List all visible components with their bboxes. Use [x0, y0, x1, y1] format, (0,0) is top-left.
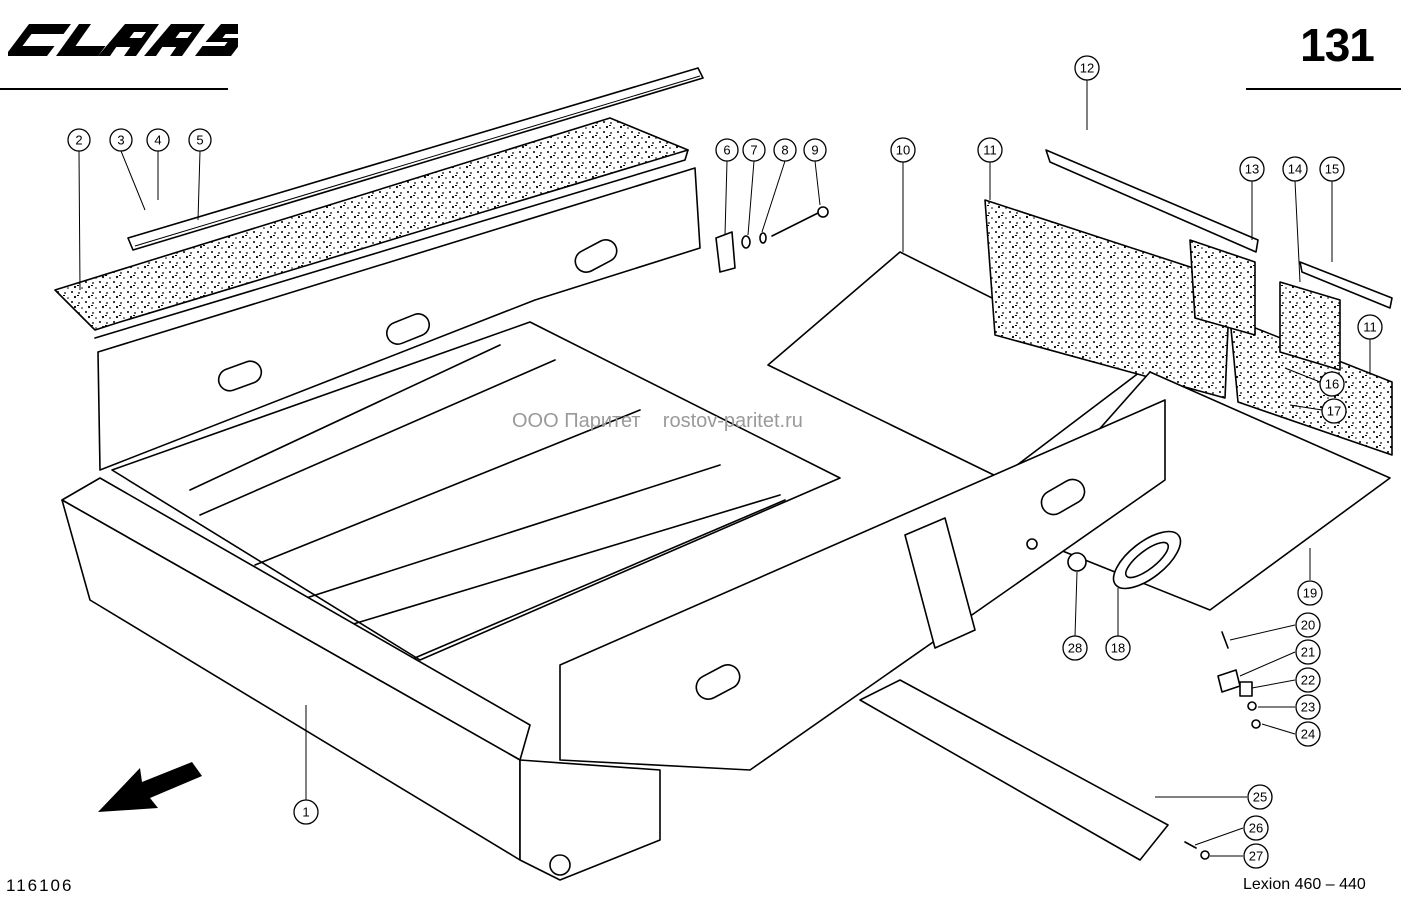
svg-text:8: 8	[781, 143, 788, 158]
callout-23: 23	[1295, 694, 1321, 720]
svg-text:15: 15	[1325, 162, 1339, 177]
svg-text:24: 24	[1301, 727, 1315, 742]
svg-text:11: 11	[1363, 320, 1377, 335]
svg-text:17: 17	[1327, 404, 1341, 419]
callout-26: 26	[1243, 815, 1269, 841]
svg-text:26: 26	[1249, 821, 1263, 836]
top-rail-strip	[127, 67, 704, 251]
callout-19: 19	[1297, 580, 1323, 606]
fastener-set-right	[1184, 631, 1261, 860]
callout-17: 17	[1321, 398, 1347, 424]
callout-6: 6	[715, 138, 739, 162]
svg-text:9: 9	[811, 143, 818, 158]
svg-text:2: 2	[75, 133, 82, 148]
nut-28	[1026, 538, 1087, 572]
callout-1: 1	[293, 799, 319, 825]
svg-text:21: 21	[1301, 645, 1315, 660]
svg-text:25: 25	[1253, 790, 1267, 805]
svg-text:7: 7	[750, 143, 757, 158]
callout-4: 4	[146, 128, 170, 152]
callout-25: 25	[1247, 784, 1273, 810]
callout-10: 10	[890, 137, 916, 163]
callout-14: 14	[1282, 156, 1308, 182]
callout-16: 16	[1319, 371, 1345, 397]
svg-text:20: 20	[1301, 618, 1315, 633]
svg-text:3: 3	[117, 133, 124, 148]
callout-3: 3	[109, 128, 133, 152]
callout-7: 7	[742, 138, 766, 162]
svg-text:14: 14	[1288, 162, 1302, 177]
callout-20: 20	[1295, 612, 1321, 638]
svg-text:13: 13	[1245, 162, 1259, 177]
callout-2: 2	[67, 128, 91, 152]
svg-text:10: 10	[896, 143, 910, 158]
leader-lines	[78, 80, 1371, 857]
svg-text:19: 19	[1303, 586, 1317, 601]
header-rule-right	[1246, 88, 1401, 90]
callout-18: 18	[1105, 635, 1131, 661]
callout-8: 8	[773, 138, 797, 162]
watermark: ООО Паритет rostov-paritet.ru	[512, 410, 803, 432]
svg-text:12: 12	[1080, 61, 1094, 76]
svg-text:22: 22	[1301, 673, 1315, 688]
callout-28: 28	[1062, 635, 1088, 661]
direction-arrow	[98, 762, 202, 812]
inspection-cover	[1112, 530, 1182, 590]
lower-rail	[859, 679, 1169, 861]
callout-11-upper: 11	[977, 137, 1003, 163]
header-rule-left	[0, 88, 228, 90]
callout-13: 13	[1239, 156, 1265, 182]
callout-9: 9	[803, 138, 827, 162]
callout-21: 21	[1295, 639, 1321, 665]
main-frame-floor	[111, 321, 841, 661]
strip-12	[1045, 149, 1259, 253]
page-number: 131	[1300, 19, 1375, 71]
model-designation: Lexion 460 – 440	[1243, 876, 1366, 893]
right-side-wall	[559, 399, 1166, 771]
svg-text:28: 28	[1068, 641, 1082, 656]
drawing-number: 116106	[6, 876, 74, 895]
left-side-wall	[97, 167, 701, 471]
svg-text:27: 27	[1249, 849, 1263, 864]
svg-text:16: 16	[1325, 377, 1339, 392]
strip-15	[1299, 261, 1393, 309]
felt-patch-14	[1279, 281, 1341, 371]
svg-text:23: 23	[1301, 700, 1315, 715]
felt-panel-right-upper	[984, 199, 1231, 399]
svg-text:6: 6	[723, 143, 730, 158]
callout-12: 12	[1074, 55, 1100, 81]
callout-22: 22	[1295, 667, 1321, 693]
felt-patch-13	[1189, 239, 1256, 336]
svg-text:4: 4	[154, 133, 161, 148]
claas-logo	[8, 24, 238, 56]
callout-27: 27	[1243, 843, 1269, 869]
svg-text:11: 11	[983, 143, 997, 158]
callout-5: 5	[188, 128, 212, 152]
svg-text:18: 18	[1111, 641, 1125, 656]
callout-15: 15	[1319, 156, 1345, 182]
felt-seal-strip-left	[54, 117, 689, 339]
svg-text:5: 5	[196, 133, 203, 148]
front-cross-beam	[61, 477, 661, 881]
callout-11-lower: 11	[1357, 314, 1383, 340]
bracket-and-bolt-set	[715, 206, 829, 273]
callout-24: 24	[1295, 721, 1321, 747]
svg-text:1: 1	[302, 805, 309, 820]
